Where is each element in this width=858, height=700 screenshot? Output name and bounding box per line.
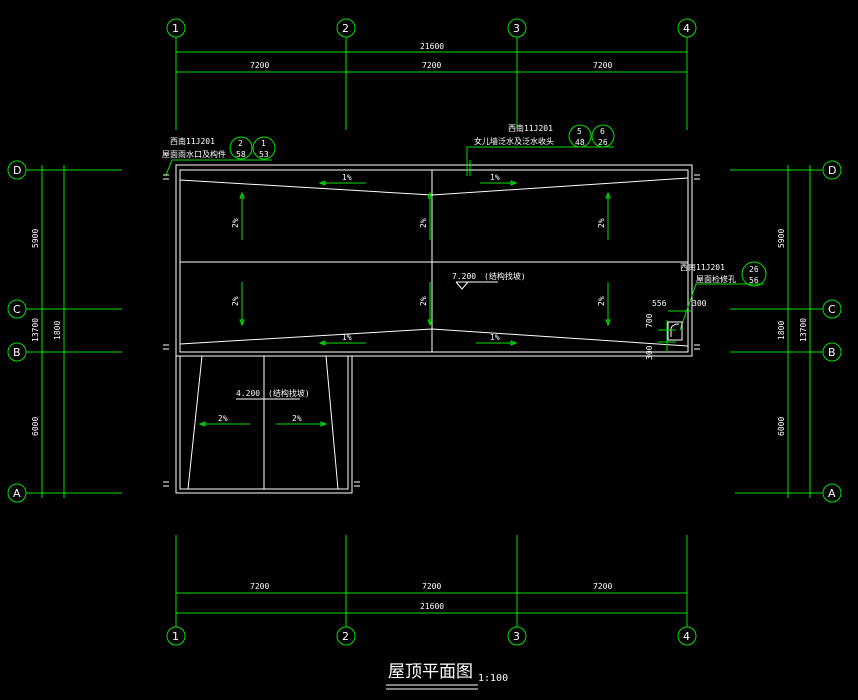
callout-2-ref: 西南11J201 [508,123,553,133]
dim-cb-left: 1800 [53,321,62,340]
callout-3: 西南11J201 屋面检修孔 26 56 [679,261,767,331]
slope-vert-3: 2% [597,218,606,228]
elevation-marks: 7.200 (结构找坡) 4.200 (结构找坡) [236,271,526,400]
dim-total-left: 13700 [31,318,40,342]
dim-span3-bottom: 7200 [593,582,612,591]
elevation-annex-note: (结构找坡) [268,388,310,398]
annex-roof-outline [175,355,353,494]
hatch-dim-556: 556 [652,299,667,308]
dim-dc-left: 5900 [31,229,40,248]
slope-annex-right: 2% [292,414,302,423]
elevation-main: 7.200 [452,272,476,281]
dim-ba-right: 6000 [777,417,786,436]
hatch-dim-300b: 300 [645,345,654,360]
axis-label-A-right: A [828,487,836,500]
left-dimensions: D C B A 5900 1800 6000 13700 [7,160,122,503]
axis-label-3-bottom: 3 [513,630,520,643]
dim-cb-right: 1800 [777,321,786,340]
slope-vert-1: 2% [231,218,240,228]
callout-1-sheet2: 1 [261,139,266,148]
dim-total-top: 21600 [420,42,444,51]
callout-2-det2: 26 [598,138,608,147]
dim-span2-top: 7200 [422,61,441,70]
drawing-scale: 1:100 [478,673,508,684]
drawing-title: 屋顶平面图 [388,662,473,682]
axis-label-3: 3 [513,22,520,35]
axis-label-D-left: D [13,164,21,177]
hatch-dim-700: 700 [645,313,654,328]
dim-total-right: 13700 [799,318,808,342]
slope-vert-5: 2% [419,296,428,306]
callout-1-text: 屋面雨水口及构件 [162,149,226,159]
callout-3-det1: 56 [749,276,759,285]
callout-1-det2: 53 [259,150,269,159]
callout-1: 西南11J201 屋面雨水口及构件 2 58 1 53 [162,136,276,176]
slope-vert-6: 2% [597,296,606,306]
dim-dc-right: 5900 [777,229,786,248]
top-axis-bubbles: 1 2 3 4 [166,18,697,38]
roof-hatch: 556 300 700 300 [645,299,707,360]
slope-arrows: 1% 1% 1% 1% 2% 2% 2% 2% 2% 2% 2% 2% [198,173,611,427]
axis-label-C-left: C [13,303,21,316]
right-dimensions: D C B A 5900 1800 6000 13700 [730,160,842,503]
slope-vert-4: 2% [231,296,240,306]
callout-3-ref: 西南11J201 [680,262,725,272]
axis-label-D-right: D [828,164,836,177]
axis-label-4-bottom: 4 [683,630,690,643]
callout-2-sheet1: 5 [577,127,582,136]
gutter-marks [163,174,700,487]
top-dimensions: 21600 7200 7200 7200 [175,37,688,130]
axis-label-2-bottom: 2 [342,630,349,643]
axis-label-A-left: A [13,487,21,500]
callout-3-sheet1: 26 [749,265,759,274]
slope-vert-2: 2% [419,218,428,228]
slope-bottom-right: 1% [490,333,500,342]
callout-2-det1: 48 [575,138,585,147]
dim-total-bottom: 21600 [420,602,444,611]
slope-top-right: 1% [490,173,500,182]
dim-ba-left: 6000 [31,417,40,436]
elevation-main-note: (结构找坡) [484,271,526,281]
main-roof-outline [175,164,693,357]
callout-1-ref: 西南11J201 [170,136,215,146]
callout-2-text: 女儿墙泛水及泛水收头 [474,136,554,146]
dim-span2-bottom: 7200 [422,582,441,591]
dim-span1-top: 7200 [250,61,269,70]
axis-label-B-left: B [13,346,21,359]
dim-span1-bottom: 7200 [250,582,269,591]
elevation-annex: 4.200 [236,389,260,398]
callout-3-text: 屋面检修孔 [696,274,736,284]
axis-label-2: 2 [342,22,349,35]
callout-2: 西南11J201 女儿墙泛水及泛水收头 5 48 6 26 [466,123,615,176]
drawing-title-block: 屋顶平面图 1:100 [386,662,508,690]
callout-1-det1: 58 [236,150,246,159]
bottom-dimensions: 7200 7200 7200 21600 1 2 3 4 [166,535,697,646]
slope-top-left: 1% [342,173,352,182]
axis-label-B-right: B [828,346,836,359]
callout-2-sheet2: 6 [600,127,605,136]
axis-label-1-bottom: 1 [172,630,179,643]
hatch-dim-300: 300 [692,299,707,308]
axis-label-1: 1 [172,22,179,35]
slope-bottom-left: 1% [342,333,352,342]
dim-span3-top: 7200 [593,61,612,70]
callout-1-sheet1: 2 [238,139,243,148]
axis-label-C-right: C [828,303,836,316]
axis-label-4: 4 [683,22,690,35]
slope-annex-left: 2% [218,414,228,423]
